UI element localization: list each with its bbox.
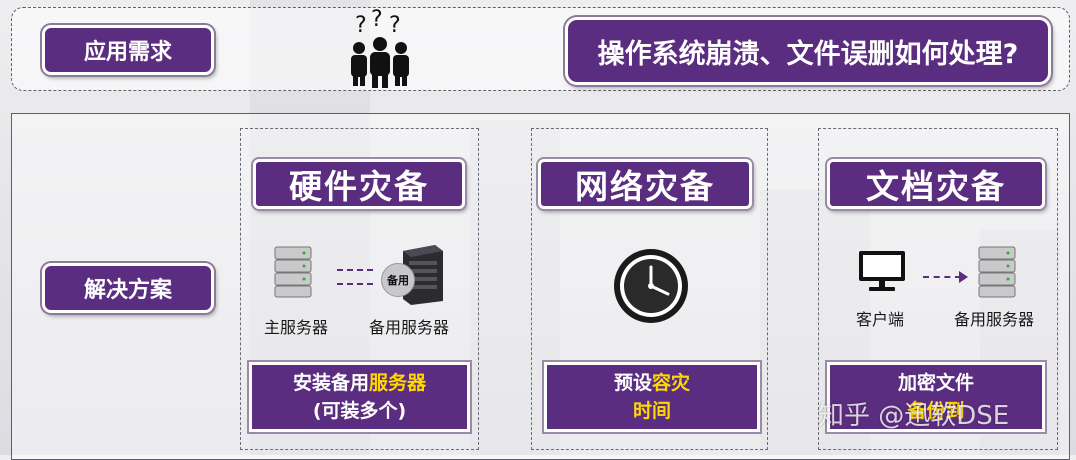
svg-text:?: ? (389, 13, 401, 38)
solution-label: 解决方案 (42, 263, 214, 313)
primary-server-caption: 主服务器 (264, 318, 329, 337)
network-dr-description: 预设容灾 时间 (544, 362, 760, 432)
description-line-1: 安装备用服务器 (292, 372, 427, 394)
svg-text:?: ? (355, 13, 367, 38)
watermark: 知乎 @迅软DSE (818, 401, 1010, 431)
computer-icon (859, 251, 905, 291)
arrow-head-icon (959, 271, 968, 283)
description-line-1: 预设容灾 (613, 372, 691, 394)
network-dr-column: 网络灾备 预设容灾 时间 (531, 128, 768, 450)
description-line-2: 时间 (632, 400, 671, 422)
hardware-dr-description: 安装备用服务器 (可装多个) (249, 362, 470, 432)
question-banner: 操作系统崩溃、文件误删如何处理? (565, 17, 1051, 85)
document-dr-title: 文档灾备 (827, 159, 1045, 209)
requirement-label: 应用需求 (42, 25, 214, 75)
primary-server-icon (274, 246, 312, 298)
hardware-dr-title: 硬件灾备 (253, 159, 465, 209)
client-caption: 客户端 (856, 310, 905, 329)
document-dr-description: 加密文件 备份到 (827, 362, 1045, 432)
backup-server-icon (978, 246, 1016, 298)
transfer-arrow (923, 276, 961, 278)
description-line-2: (可装多个) (312, 400, 407, 422)
description-line-2: 备份到 (907, 400, 965, 422)
sync-link-lines (337, 283, 373, 289)
people-question-icon: ? ? ? (351, 8, 409, 88)
network-dr-title: 网络灾备 (538, 159, 752, 209)
clock-icon (614, 249, 688, 323)
backup-server-caption: 备用服务器 (369, 318, 450, 337)
document-dr-column: 文档灾备 客户端 备用服务器 加密文件 备份到 (818, 128, 1058, 450)
backup-server-caption: 备用服务器 (954, 310, 1035, 329)
description-line-1: 加密文件 (897, 372, 974, 394)
backup-server-icon (403, 245, 443, 305)
sync-link-lines (337, 269, 373, 275)
backup-badge: 备用 (381, 263, 415, 297)
hardware-dr-column: 硬件灾备 备用 主服务器 备用服务器 安装备用服务器 (可装多个) (240, 128, 479, 450)
svg-text:?: ? (371, 8, 383, 32)
